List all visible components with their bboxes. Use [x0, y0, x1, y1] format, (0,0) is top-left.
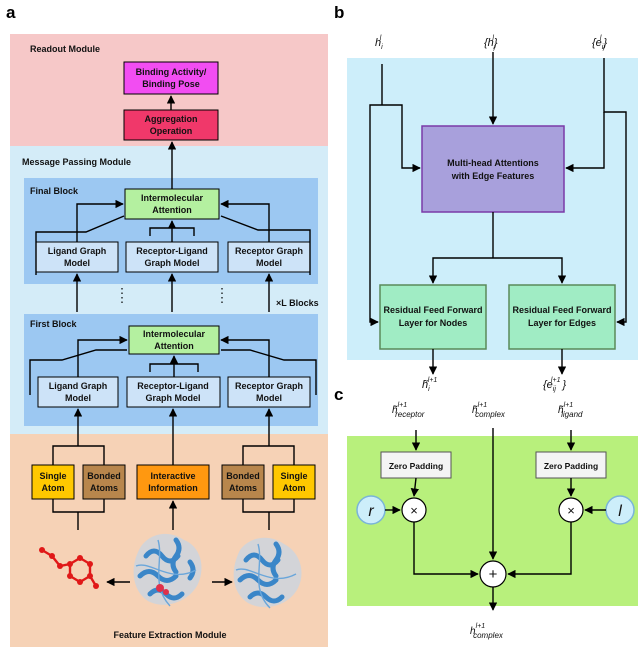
final-receptor-graph-box: [227, 241, 311, 273]
attention-line1: Multi-head Attentions: [447, 158, 539, 168]
first-receptor-line1: Receptor Graph: [235, 381, 303, 391]
final-receptor-line1: Receptor Graph: [235, 246, 303, 256]
final-attention-line1: Intermolecular: [141, 193, 204, 203]
multi-head-attention-box: [421, 125, 565, 213]
readout-module-label: Readout Module: [30, 44, 100, 54]
first-receptor-ligand-line2: Graph Model: [145, 393, 200, 403]
panel-b-letter: b: [334, 3, 344, 22]
bonded-atoms-right-line2: Atoms: [229, 483, 257, 493]
sum-symbol: +: [489, 566, 498, 583]
single-atom-right-line1: Single: [280, 471, 307, 481]
interactive-information-line2: Information: [148, 483, 198, 493]
final-attention-line2: Attention: [152, 205, 192, 215]
first-intermolecular-attention-box: [128, 325, 220, 355]
single-atom-box-left: [31, 464, 75, 500]
interactive-information-box: [136, 464, 210, 500]
final-receptor-ligand-line2: Graph Model: [144, 258, 199, 268]
bonded-atoms-left-line2: Atoms: [90, 483, 118, 493]
first-receptor-ligand-line1: Receptor-Ligand: [137, 381, 209, 391]
ffn-edges-line2: Layer for Edges: [528, 318, 596, 328]
ffn-nodes-line2: Layer for Nodes: [399, 318, 468, 328]
final-ligand-graph-box: [35, 241, 119, 273]
message-passing-module-label: Message Passing Module: [22, 157, 131, 167]
final-ligand-line1: Ligand Graph: [48, 246, 107, 256]
single-atom-left-line1: Single: [39, 471, 66, 481]
zero-padding-box-right: [535, 451, 607, 479]
first-attention-line2: Attention: [154, 341, 194, 351]
first-attention-line1: Intermolecular: [143, 329, 206, 339]
panel-b-connectors: [369, 52, 627, 375]
ffn-nodes-box: [379, 284, 487, 350]
attention-line2: with Edge Features: [451, 171, 535, 181]
zero-padding-right-label: Zero Padding: [544, 461, 598, 471]
interactive-information-line1: Interactive: [150, 471, 195, 481]
bonded-atoms-left-line1: Bonded: [87, 471, 121, 481]
l-label: l: [618, 503, 622, 520]
aggregation-line2: Operation: [150, 126, 193, 136]
first-receptor-ligand-graph-box: [126, 376, 221, 408]
input-e-ij: {eijl}: [592, 35, 607, 51]
multiply-left-symbol: ×: [410, 503, 418, 518]
l-blocks-label: ×L Blocks: [276, 298, 319, 308]
final-receptor-ligand-graph-box: [125, 241, 219, 273]
first-block-label: First Block: [30, 319, 78, 329]
input-h-i: hil: [375, 35, 383, 51]
input-h-j: {hjl}: [484, 35, 498, 51]
protein-ligand-complex-image: [133, 533, 202, 607]
final-block-label: Final Block: [30, 186, 79, 196]
binding-activity-line1: Binding Activity/: [136, 67, 207, 77]
bonded-atoms-box-right: [221, 464, 265, 500]
first-ligand-line2: Model: [65, 393, 91, 403]
r-label: r: [368, 503, 374, 520]
feature-extraction-module-label: Feature Extraction Module: [113, 630, 226, 640]
bonded-atoms-right-line1: Bonded: [226, 471, 260, 481]
single-atom-box-right: [272, 464, 316, 500]
single-atom-left-line2: Atom: [42, 483, 65, 493]
ffn-edges-line1: Residual Feed Forward: [512, 305, 611, 315]
first-receptor-line2: Model: [256, 393, 282, 403]
panel-c-connectors: [385, 428, 606, 611]
ligand-molecule-image: [39, 547, 99, 589]
panel-a-letter: a: [6, 3, 16, 22]
final-receptor-ligand-line1: Receptor-Ligand: [136, 246, 208, 256]
zero-padding-left-label: Zero Padding: [389, 461, 443, 471]
protein-receptor-image: [233, 537, 302, 609]
first-ligand-graph-box: [37, 376, 119, 408]
multiply-right-symbol: ×: [567, 503, 575, 518]
aggregation-box: [123, 109, 219, 141]
single-atom-right-line2: Atom: [283, 483, 306, 493]
ffn-edges-box: [508, 284, 616, 350]
output-e-ij: {eijl+1}: [543, 377, 566, 393]
panel-c-letter: c: [334, 385, 343, 404]
first-receptor-graph-box: [227, 376, 311, 408]
panel-a-connectors: [29, 95, 317, 587]
final-ligand-line2: Model: [64, 258, 90, 268]
binding-activity-box: [123, 61, 219, 95]
first-ligand-line1: Ligand Graph: [49, 381, 108, 391]
final-intermolecular-attention-box: [124, 188, 220, 220]
bonded-atoms-box-left: [82, 464, 126, 500]
ffn-nodes-line1: Residual Feed Forward: [383, 305, 482, 315]
final-receptor-line2: Model: [256, 258, 282, 268]
aggregation-line1: Aggregation: [145, 114, 198, 124]
binding-activity-line2: Binding Pose: [142, 79, 200, 89]
output-h-i: h̃il+1: [422, 377, 437, 393]
